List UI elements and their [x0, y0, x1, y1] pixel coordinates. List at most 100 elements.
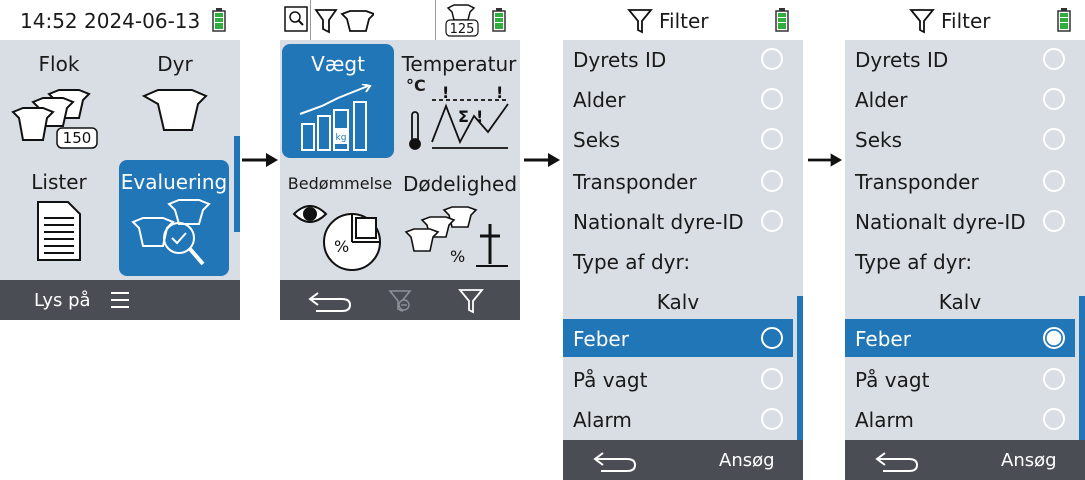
battery-icon — [775, 8, 789, 32]
page-title: Filter — [941, 9, 991, 33]
flow-arrow-icon — [808, 153, 842, 167]
radio-unchecked[interactable] — [1043, 88, 1065, 110]
type-header-label: Kalv — [656, 290, 700, 314]
filter-item-age[interactable]: Alder — [563, 80, 793, 120]
radio-unchecked[interactable] — [1043, 48, 1065, 70]
tile-animal[interactable]: Dyr — [120, 46, 230, 164]
section-title: Type af dyr: — [573, 250, 691, 274]
radio-unchecked[interactable] — [761, 408, 783, 430]
item-label: Nationalt dyre-ID — [855, 210, 1026, 234]
filter-item-national-id[interactable]: Nationalt dyre-ID — [563, 202, 793, 242]
tile-label: Temperatur — [401, 52, 517, 76]
weight-chart-icon: kg — [299, 84, 372, 151]
back-arrow-icon[interactable] — [875, 449, 919, 473]
filter-item-fever[interactable]: Feber — [845, 319, 1075, 357]
filter-item-on-watch[interactable]: På vagt — [845, 360, 1075, 400]
evaluation-search-icon — [131, 199, 211, 266]
radio-checked[interactable] — [1043, 327, 1065, 349]
item-label: Alarm — [573, 408, 632, 432]
tile-label: Evaluering — [120, 170, 228, 194]
item-label: Seks — [855, 128, 903, 152]
radio-unchecked[interactable] — [1043, 368, 1065, 390]
tile-weight[interactable]: Vægt kg — [282, 44, 394, 158]
filter-screen: Filter Dyrets ID Alder Seks Transponder … — [563, 0, 803, 480]
scrollbar[interactable] — [797, 296, 803, 440]
type-header: Kalv — [563, 282, 793, 322]
filter-item-animal-id[interactable]: Dyrets ID — [845, 40, 1075, 80]
item-label: På vagt — [573, 368, 648, 392]
tile-label: Vægt — [311, 52, 365, 76]
tile-lists[interactable]: Lister — [4, 164, 114, 282]
radio-unchecked[interactable] — [761, 170, 783, 192]
tile-label: Flok — [38, 52, 80, 76]
document-list-icon — [37, 201, 81, 261]
scrollbar[interactable] — [234, 136, 240, 232]
filter-item-sex[interactable]: Seks — [845, 120, 1075, 160]
clock: 14:52 2024-06-13 — [20, 9, 200, 33]
footer-bar — [280, 280, 520, 320]
item-label: Seks — [573, 128, 621, 152]
filter-item-on-watch[interactable]: På vagt — [563, 360, 793, 400]
radio-unchecked[interactable] — [761, 210, 783, 232]
radio-unchecked[interactable] — [1043, 170, 1065, 192]
menu-grid: Flok 150 Dyr Lister — [0, 40, 240, 280]
celsius-unit: °C — [406, 76, 426, 95]
type-header: Kalv — [845, 282, 1075, 322]
type-header-label: Kalv — [938, 290, 982, 314]
filter-remove-icon[interactable] — [388, 289, 412, 313]
filter-item-alarm[interactable]: Alarm — [845, 400, 1075, 440]
footer-bar: Ansøg — [845, 440, 1085, 480]
tile-label: Dødelighed — [402, 172, 518, 196]
radio-unchecked[interactable] — [1043, 210, 1065, 232]
filter-list: Dyrets ID Alder Seks Transponder Nationa… — [563, 40, 803, 440]
item-label: Feber — [855, 327, 911, 351]
back-arrow-icon[interactable] — [308, 289, 352, 313]
filter-item-fever[interactable]: Feber — [563, 319, 793, 357]
item-label: Alder — [855, 88, 908, 112]
battery-icon — [1057, 8, 1071, 32]
herd-small-icon: 125 — [445, 4, 479, 37]
filter-item-age[interactable]: Alder — [845, 80, 1075, 120]
filter-list: Dyrets ID Alder Seks Transponder Nationa… — [845, 40, 1085, 440]
light-on-button[interactable]: Lys på — [34, 290, 91, 311]
evaluation-grid: Vægt kg Temperatur °C — [280, 40, 520, 280]
tile-herd[interactable]: Flok 150 — [4, 46, 114, 164]
item-label: Dyrets ID — [855, 48, 949, 72]
herd-mortality-icon: % — [404, 206, 508, 267]
herd-count-badge: 150 — [63, 129, 92, 147]
radio-unchecked[interactable] — [761, 88, 783, 110]
item-label: Transponder — [573, 170, 697, 194]
filter-item-transponder[interactable]: Transponder — [845, 162, 1075, 202]
item-label: Nationalt dyre-ID — [573, 210, 744, 234]
cow-head-icon — [141, 89, 208, 131]
apply-button[interactable]: Ansøg — [719, 450, 775, 471]
radio-unchecked[interactable] — [761, 368, 783, 390]
filter-item-animal-id[interactable]: Dyrets ID — [563, 40, 793, 80]
item-label: Transponder — [855, 170, 979, 194]
filter-item-sex[interactable]: Seks — [563, 120, 793, 160]
section-title: Type af dyr: — [855, 250, 973, 274]
tile-evaluation[interactable]: Evaluering — [119, 160, 229, 276]
radio-unchecked[interactable] — [761, 327, 783, 349]
filter-icon[interactable] — [458, 288, 484, 314]
radio-unchecked[interactable] — [1043, 408, 1065, 430]
svg-text:Σ: Σ — [458, 107, 469, 126]
tile-mortality[interactable]: Dødelighed % — [400, 164, 520, 282]
radio-unchecked[interactable] — [1043, 128, 1065, 150]
filter-item-alarm[interactable]: Alarm — [563, 400, 793, 440]
apply-button[interactable]: Ansøg — [1001, 450, 1057, 471]
radio-unchecked[interactable] — [761, 128, 783, 150]
scrollbar[interactable] — [1079, 296, 1085, 440]
back-arrow-icon[interactable] — [593, 449, 637, 473]
filter-item-national-id[interactable]: Nationalt dyre-ID — [845, 202, 1075, 242]
tile-label: Bedømmelse — [287, 174, 393, 193]
item-label: Dyrets ID — [573, 48, 667, 72]
radio-unchecked[interactable] — [761, 48, 783, 70]
page-title: Filter — [659, 9, 709, 33]
tile-assessment[interactable]: Bedømmelse % — [282, 164, 398, 282]
menu-icon[interactable] — [110, 290, 130, 310]
filter-item-transponder[interactable]: Transponder — [563, 162, 793, 202]
temperature-curve-icon: ! Σ ! ! — [409, 86, 509, 150]
tile-temperature[interactable]: Temperatur °C ! Σ ! ! — [398, 44, 520, 162]
svg-text:!: ! — [496, 86, 503, 102]
